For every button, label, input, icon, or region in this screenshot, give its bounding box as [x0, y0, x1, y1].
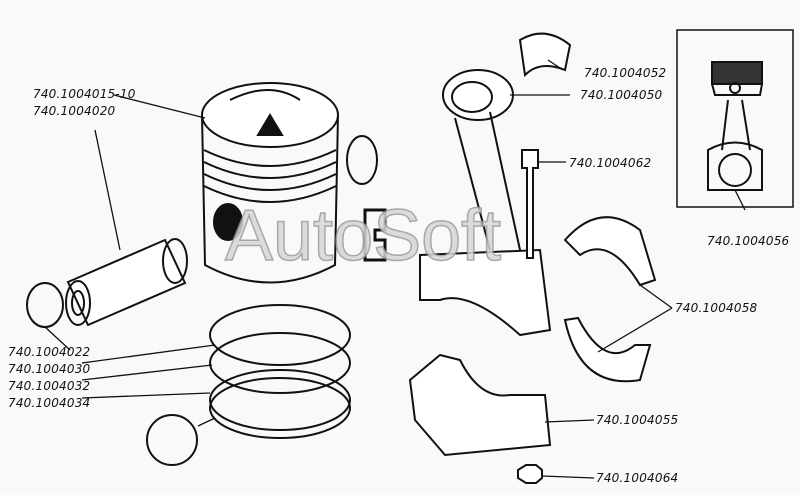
connecting-rod [419, 69, 552, 337]
bearing-cap [408, 353, 552, 457]
assembly-inset-drawing [707, 61, 763, 191]
label-nut: 740.1004064 [596, 471, 679, 485]
label-ring-oil: 740.1004034 [8, 396, 91, 410]
circlip-2 [346, 135, 378, 185]
ring-detail [146, 414, 198, 466]
circlip [26, 282, 64, 328]
label-piston: 740.1004015-10 [33, 87, 136, 101]
ring-section [363, 208, 387, 262]
bolt [521, 149, 539, 259]
piston [201, 82, 339, 284]
piston-pin [65, 238, 188, 327]
label-conrod: 740.1004050 [580, 88, 663, 102]
label-bearing-shells: 740.1004058 [675, 301, 758, 315]
assembly-inset [676, 29, 794, 208]
label-circlip: 740.1004022 [8, 345, 91, 359]
nut [517, 464, 543, 484]
label-bearing-cap: 740.1004055 [596, 413, 679, 427]
label-ring-second: 740.1004032 [8, 379, 91, 393]
label-bushing: 740.1004052 [584, 66, 667, 80]
bushing [518, 32, 572, 78]
label-assembly: 740.1004056 [707, 234, 790, 248]
label-piston-pin: 740.1004020 [33, 104, 116, 118]
bearing-shell-upper [563, 216, 657, 287]
label-ring-top: 740.1004030 [8, 362, 91, 376]
bearing-shell-lower [563, 316, 652, 383]
leader-lines [44, 59, 746, 479]
piston-rings [209, 304, 351, 439]
label-bolt: 740.1004062 [569, 156, 652, 170]
watermark: AutoSoft [224, 195, 502, 277]
